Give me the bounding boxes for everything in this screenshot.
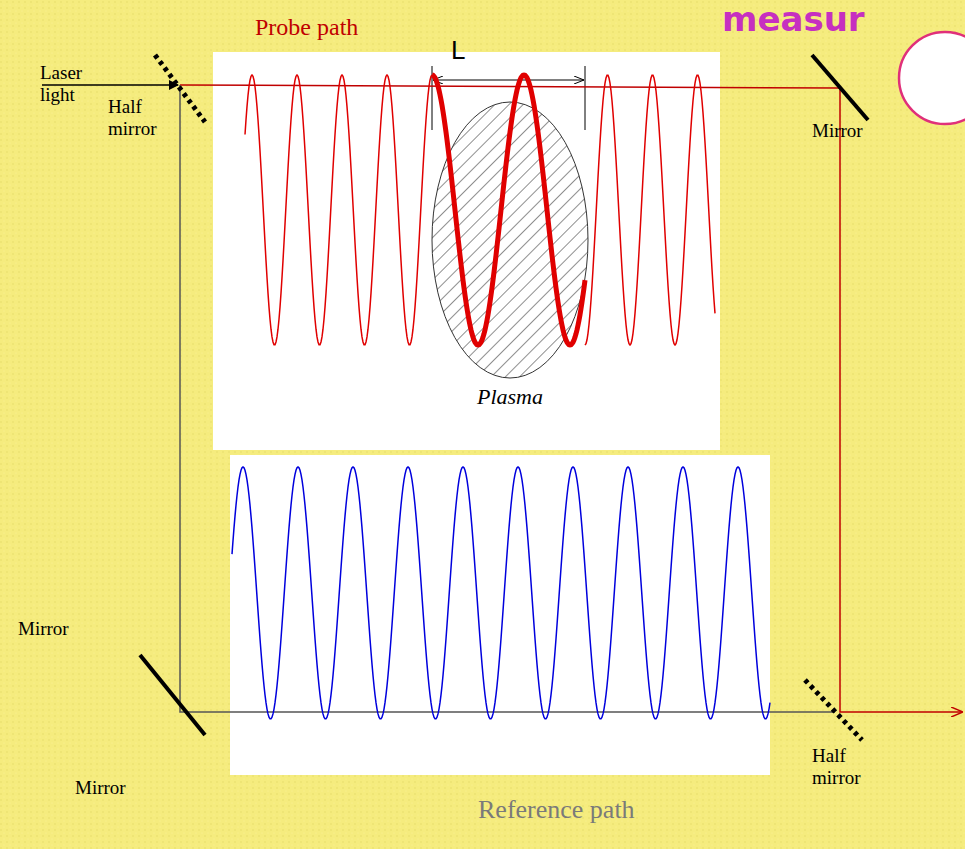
half-mirror: [805, 680, 862, 740]
mirror: [812, 55, 868, 120]
half-mirror: [155, 55, 205, 122]
mirror-label: Mirror: [18, 618, 69, 640]
reference-path-label: Reference path: [478, 795, 635, 825]
reference-panel: [230, 455, 770, 775]
half-mirror-label: Half mirror: [108, 96, 178, 140]
dimension-line: [585, 66, 586, 130]
laser-label: Laser light: [40, 62, 100, 106]
plasma-region: Plasma: [428, 100, 592, 420]
probe-panel: [213, 52, 720, 450]
mirror-label: Mirror: [812, 120, 863, 142]
probe-beam: [840, 88, 962, 712]
probe-wave: [245, 75, 432, 345]
mirror: [140, 655, 205, 735]
dimension-line: [432, 66, 433, 130]
half-mirror-label: Half mirror: [812, 745, 882, 789]
reference-beam: [180, 85, 835, 712]
probe-path-label: Probe path: [255, 14, 358, 42]
heading-fragment: measur: [722, 0, 865, 39]
probe-beam: [180, 85, 840, 88]
callout-circle: [899, 32, 965, 124]
reference-wave: [232, 467, 770, 719]
mirror-label: Mirror: [75, 777, 126, 799]
plasma-label: Plasma: [477, 384, 543, 410]
dimension-arrow: [433, 80, 584, 81]
dimension-label: L: [451, 36, 465, 66]
probe-wave: [585, 75, 715, 345]
plasma-ellipse: [428, 100, 592, 420]
